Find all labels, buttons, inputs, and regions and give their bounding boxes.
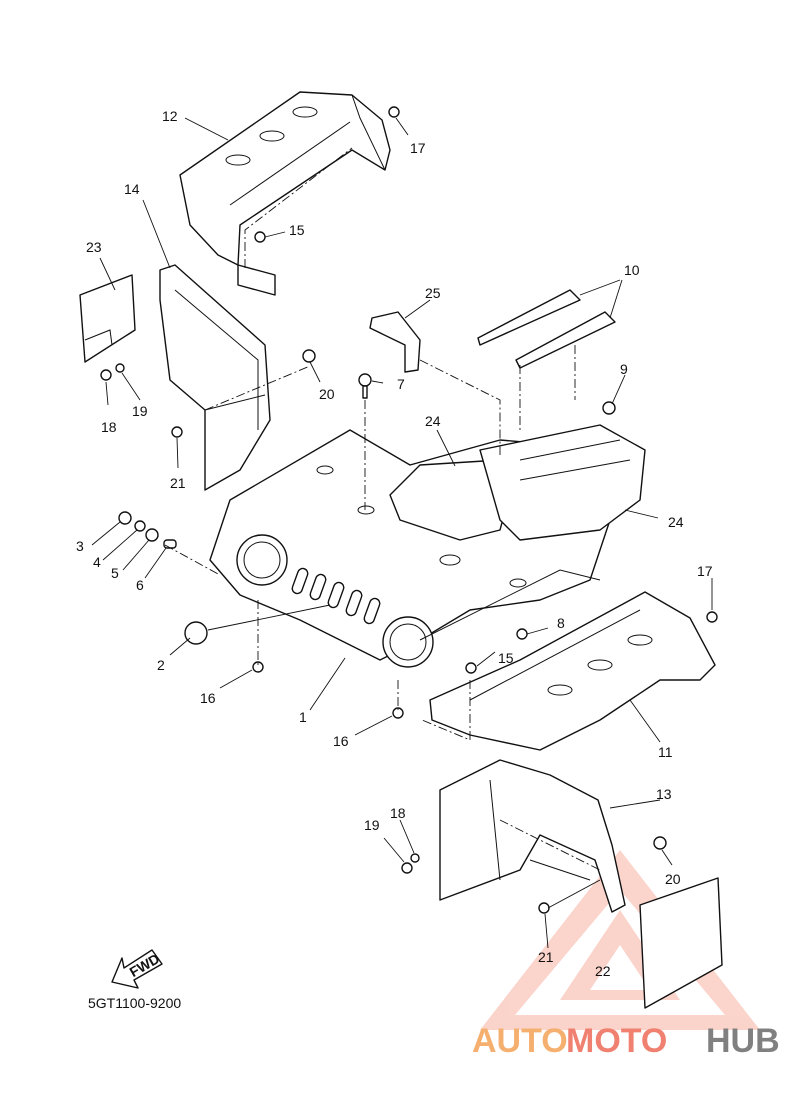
part-22-pad	[639, 877, 723, 1009]
callout: 18	[101, 419, 117, 435]
watermark-text: AUTO MOTO HUB	[472, 1022, 780, 1060]
part-23-pad	[79, 274, 136, 363]
callout: 25	[425, 285, 441, 301]
callout: 19	[364, 817, 380, 833]
watermark-part1: AUTO	[472, 1022, 568, 1060]
callout: 5	[111, 565, 119, 581]
callout: 8	[557, 615, 565, 631]
callout: 24	[668, 514, 684, 530]
callout: 20	[665, 871, 681, 887]
leader-lines	[91, 117, 713, 949]
part-14-inner-panel	[159, 264, 271, 491]
part-25-strip	[369, 311, 421, 373]
callout: 16	[200, 690, 216, 706]
callout: 1	[299, 709, 307, 725]
alignment-lines	[164, 147, 601, 871]
callout: 4	[93, 554, 101, 570]
callout: 21	[170, 475, 186, 491]
callout: 13	[656, 786, 672, 802]
callout: 17	[410, 140, 426, 156]
callout: 24	[425, 413, 441, 429]
callout: 14	[124, 181, 140, 197]
callout-labels: 12 17 15 14 23 25 10 9 7 20 24 24 19 18 …	[76, 108, 713, 979]
callout: 21	[538, 949, 554, 965]
part-10-trim-strips	[477, 289, 616, 369]
part-12-rear-fender	[179, 91, 391, 296]
callout: 19	[132, 403, 148, 419]
watermark-part2: MOTO	[566, 1022, 667, 1060]
callout: 2	[157, 657, 165, 673]
callout: 11	[658, 744, 673, 760]
callout: 3	[76, 538, 84, 554]
callout: 12	[162, 108, 178, 124]
callout: 20	[319, 386, 335, 402]
fwd-arrow-icon: FWD	[111, 949, 163, 989]
callout: 22	[595, 963, 611, 979]
diagram-code: 5GT1100-9200	[88, 995, 181, 1011]
callout: 18	[390, 805, 406, 821]
part-1-main-body	[209, 424, 646, 668]
callout: 15	[498, 650, 514, 666]
callout: 6	[136, 577, 144, 593]
watermark-part3: HUB	[706, 1022, 780, 1060]
callout: 10	[624, 262, 640, 278]
callout: 23	[86, 239, 102, 255]
callout: 17	[697, 563, 713, 579]
callout: 9	[620, 361, 628, 377]
callout: 7	[397, 376, 405, 392]
part-11-front-fender	[429, 591, 716, 751]
callout: 15	[289, 222, 305, 238]
callout: 16	[333, 733, 349, 749]
